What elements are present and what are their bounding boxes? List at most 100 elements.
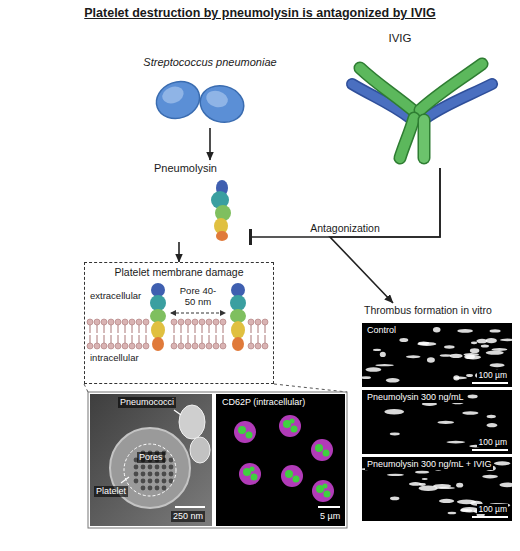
illustration-shape [185, 343, 191, 349]
node-text: Pneumolysin [154, 162, 217, 175]
illustration-shape [386, 378, 400, 382]
illustration-shape [141, 486, 146, 491]
illustration-shape [415, 471, 429, 474]
illustration-shape [132, 325, 133, 333]
scale-text: 100 µm [477, 370, 508, 380]
illustration-shape [125, 335, 126, 343]
illustration-shape [486, 338, 497, 343]
illustration-shape [134, 472, 139, 477]
illustration-shape [155, 479, 160, 484]
illustration-shape [399, 338, 408, 342]
illustration-shape [312, 480, 334, 502]
thrombus-micrographs [360, 323, 514, 521]
illustration-shape [380, 352, 386, 357]
scale-text: 100 µm [477, 504, 508, 514]
illustration-shape [420, 64, 482, 110]
illustration-shape [293, 476, 300, 483]
illustration-shape [362, 457, 512, 521]
illustration-shape [155, 472, 160, 477]
illustration-shape [151, 76, 205, 125]
illustration-shape [171, 343, 177, 349]
illustration-shape [136, 319, 142, 325]
illustration-shape [213, 319, 219, 325]
illustration-shape [250, 467, 255, 472]
illustration-shape [453, 375, 459, 380]
illustration-shape [192, 343, 198, 349]
illustration-shape [323, 484, 328, 489]
thrombus-image: Pneumolysin 300 ng/mL + IVIG100 µm [362, 457, 512, 521]
node-text: Platelet membrane damage [85, 266, 273, 279]
illustration-shape [468, 394, 478, 398]
illustration-shape [487, 415, 496, 418]
illustration-shape [174, 410, 181, 415]
illustration-shape [146, 325, 147, 333]
illustration-shape [104, 325, 105, 333]
illustration-shape [115, 319, 121, 325]
illustration-shape [104, 335, 105, 343]
illustration-shape [195, 335, 196, 343]
illustration-shape [417, 342, 436, 346]
thrombus-image: Control100 µm [362, 323, 512, 387]
illustration-shape [456, 483, 463, 488]
illustration-shape [375, 364, 394, 366]
illustration-shape [234, 421, 256, 443]
pore-width-arrow [171, 312, 225, 313]
illustration-shape [209, 335, 210, 343]
arrow-connector [330, 168, 440, 303]
illustration-shape [115, 343, 121, 349]
illustration-shape [125, 325, 126, 333]
illustration-shape [248, 343, 254, 349]
illustration-shape [258, 325, 259, 333]
illustration-shape [146, 335, 147, 343]
illustration-shape [290, 419, 295, 424]
illustration-shape [202, 335, 203, 343]
illustration-shape [422, 478, 428, 480]
region-label: intracellular [90, 352, 139, 363]
illustration-shape [155, 486, 160, 491]
illustration-shape [384, 409, 404, 415]
thrombus-image: Pneumolysin 300 ng/mL100 µm [362, 390, 512, 454]
fluorescence-micrograph [216, 394, 345, 526]
region-label: extracellular [90, 290, 141, 301]
diagram-title: Platelet destruction by pneumolysin is a… [0, 6, 520, 20]
arrow-connector [209, 128, 211, 160]
illustration-shape [318, 506, 340, 508]
illustration-shape [251, 474, 258, 481]
toxin-panel: Pneumolysin [150, 160, 250, 242]
node-text: Streptococcus pneumoniae [138, 56, 282, 69]
illustration-shape [406, 355, 421, 358]
illustration-shape [466, 374, 473, 377]
illustration-shape [108, 319, 114, 325]
illustration-shape [139, 335, 140, 343]
illustration-shape [373, 349, 381, 351]
illustration-shape [141, 465, 146, 470]
illustration-shape [457, 499, 476, 504]
illustration-shape [141, 472, 146, 477]
illustration-shape [136, 343, 142, 349]
illustration-shape [90, 325, 91, 333]
illustration-shape [206, 319, 212, 325]
illustration-shape [216, 231, 228, 241]
illustration-shape [97, 335, 98, 343]
illustration-shape [437, 421, 454, 424]
illustration-shape [121, 477, 129, 483]
illustration-shape [202, 325, 203, 333]
illustration-shape [185, 319, 191, 325]
illustration-shape [151, 321, 165, 339]
illustration-shape [360, 68, 415, 112]
illustration-shape [108, 343, 114, 349]
illustration-shape [238, 426, 246, 434]
pore-protein [150, 283, 246, 351]
illustration-shape [162, 486, 167, 491]
illustration-shape [87, 319, 93, 325]
illustration-shape [324, 491, 331, 498]
node-text: Thrombus formation in vitro [364, 304, 492, 317]
antibody-panel: IVIG [335, 26, 510, 168]
illustration-shape [486, 423, 497, 427]
scale-text: 100 µm [477, 437, 508, 447]
illustration-shape [143, 343, 149, 349]
illustration-shape [134, 451, 174, 491]
illustration-shape [150, 295, 166, 311]
edge-label: Antagonization [308, 222, 381, 235]
photo-frame [88, 392, 347, 528]
